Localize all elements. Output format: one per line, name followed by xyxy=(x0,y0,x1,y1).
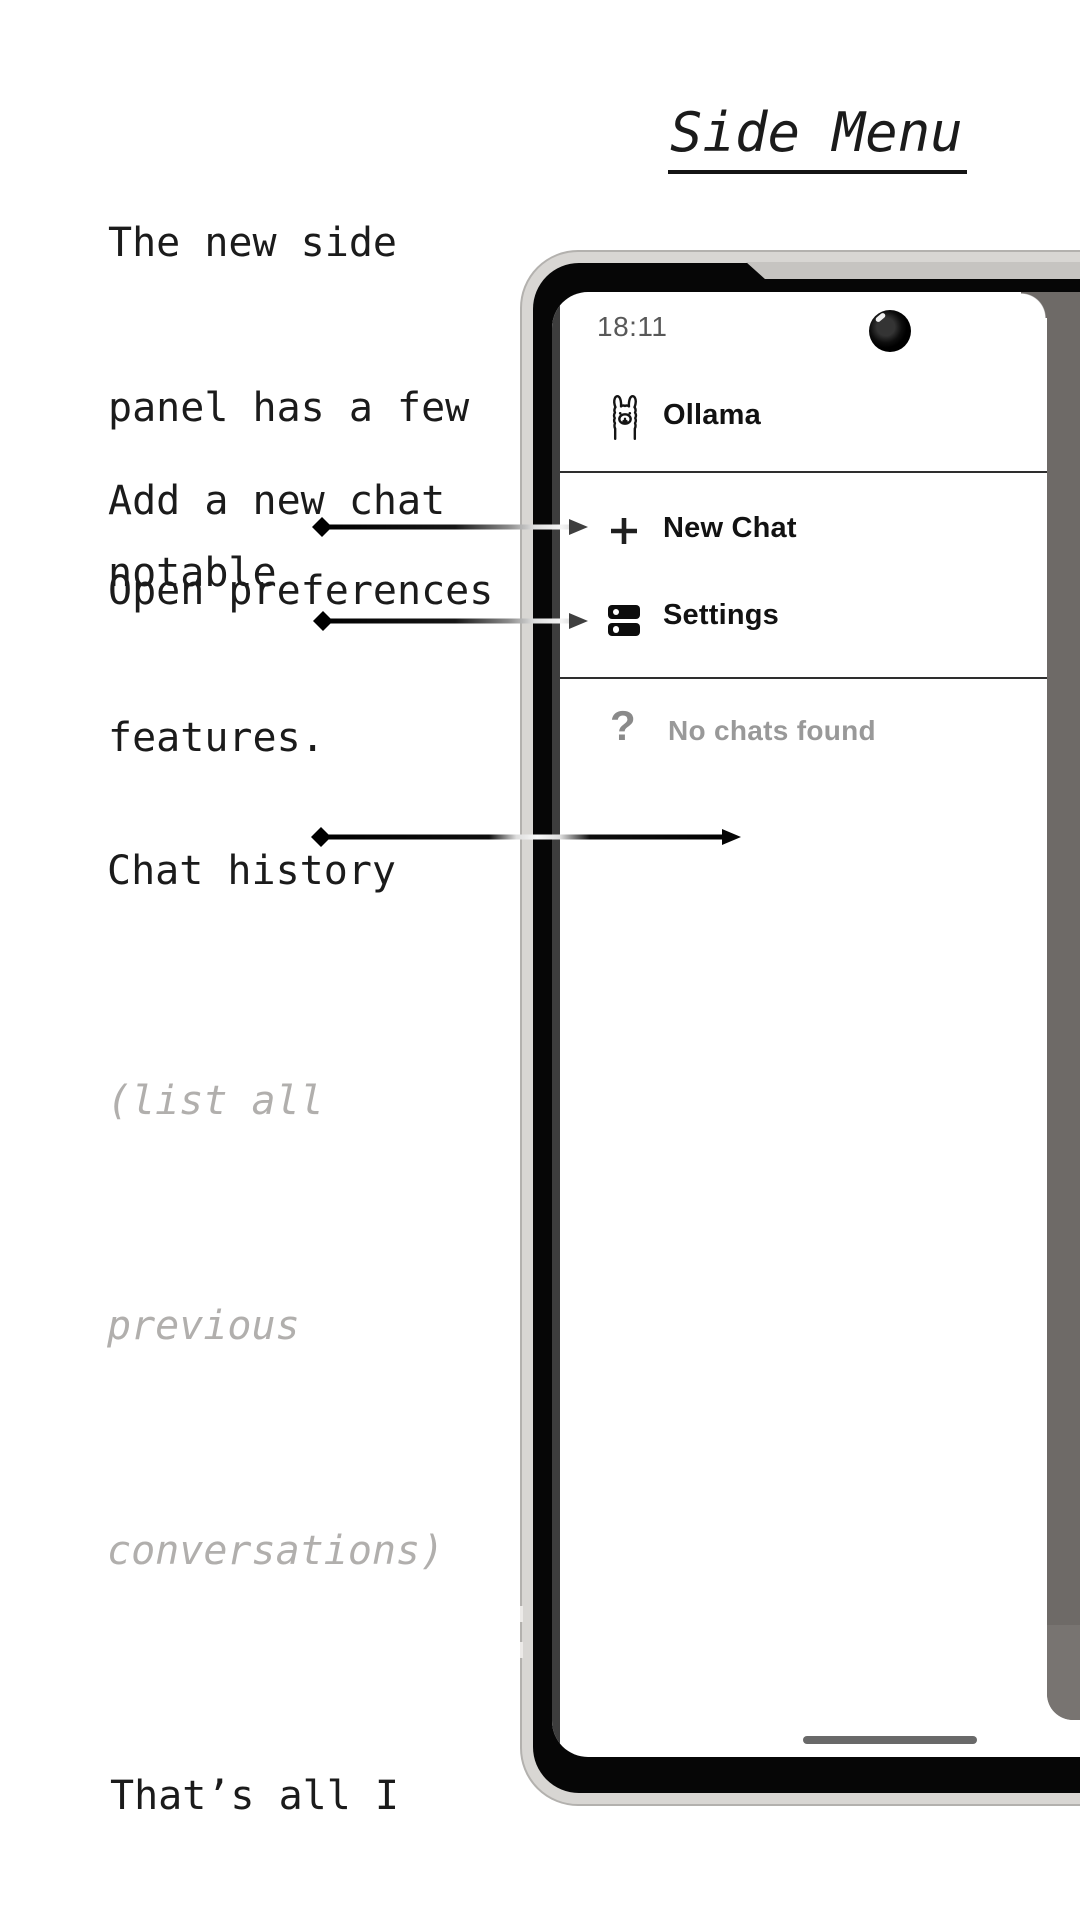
menu-item-new-chat[interactable]: New Chat xyxy=(663,512,797,544)
annotation-chat-history: Chat history xyxy=(107,848,396,894)
app-title: Ollama xyxy=(663,399,761,431)
drawer-scrim[interactable] xyxy=(1047,292,1080,1720)
drawer-corner xyxy=(1021,292,1047,318)
intro-line: notable xyxy=(108,550,277,596)
history-note-line: (list all xyxy=(107,1078,324,1124)
llama-icon xyxy=(612,395,638,441)
gesture-nav-handle[interactable] xyxy=(803,1736,977,1744)
page-title: Side Menu xyxy=(668,101,967,174)
history-note-line: previous xyxy=(107,1303,300,1349)
phone-screen: 18:11 Ollama New Chat Settings xyxy=(552,292,1080,1757)
outro-paragraph: That’s all I have to say. Have fun! xyxy=(110,1654,399,1924)
annotation-open-preferences: Open preferences xyxy=(108,568,494,614)
outro-line: That’s all I xyxy=(110,1773,399,1819)
intro-line: panel has a few xyxy=(108,385,470,431)
status-bar-clock: 18:11 xyxy=(597,311,668,342)
empty-state-text: No chats found xyxy=(668,715,876,746)
history-note-line: conversations) xyxy=(107,1528,445,1574)
intro-paragraph: The new side panel has a few notable fea… xyxy=(108,106,469,876)
question-mark-icon: ? xyxy=(610,702,636,749)
front-camera-icon xyxy=(869,310,911,352)
settings-dns-icon xyxy=(608,605,640,640)
intro-line: features. xyxy=(108,715,325,761)
screen-edge-shadow xyxy=(552,292,560,1757)
camera-bar-ridge xyxy=(746,262,1080,279)
annotation-history-note: (list all previous conversations) xyxy=(107,914,444,1739)
menu-item-settings[interactable]: Settings xyxy=(663,599,779,631)
antenna-line xyxy=(520,1606,523,1622)
divider xyxy=(560,677,1047,679)
divider xyxy=(560,471,1047,473)
annotation-add-new-chat: Add a new chat xyxy=(108,478,446,524)
plus-icon xyxy=(611,518,637,544)
intro-line: The new side xyxy=(108,220,397,266)
antenna-line xyxy=(520,1642,523,1658)
